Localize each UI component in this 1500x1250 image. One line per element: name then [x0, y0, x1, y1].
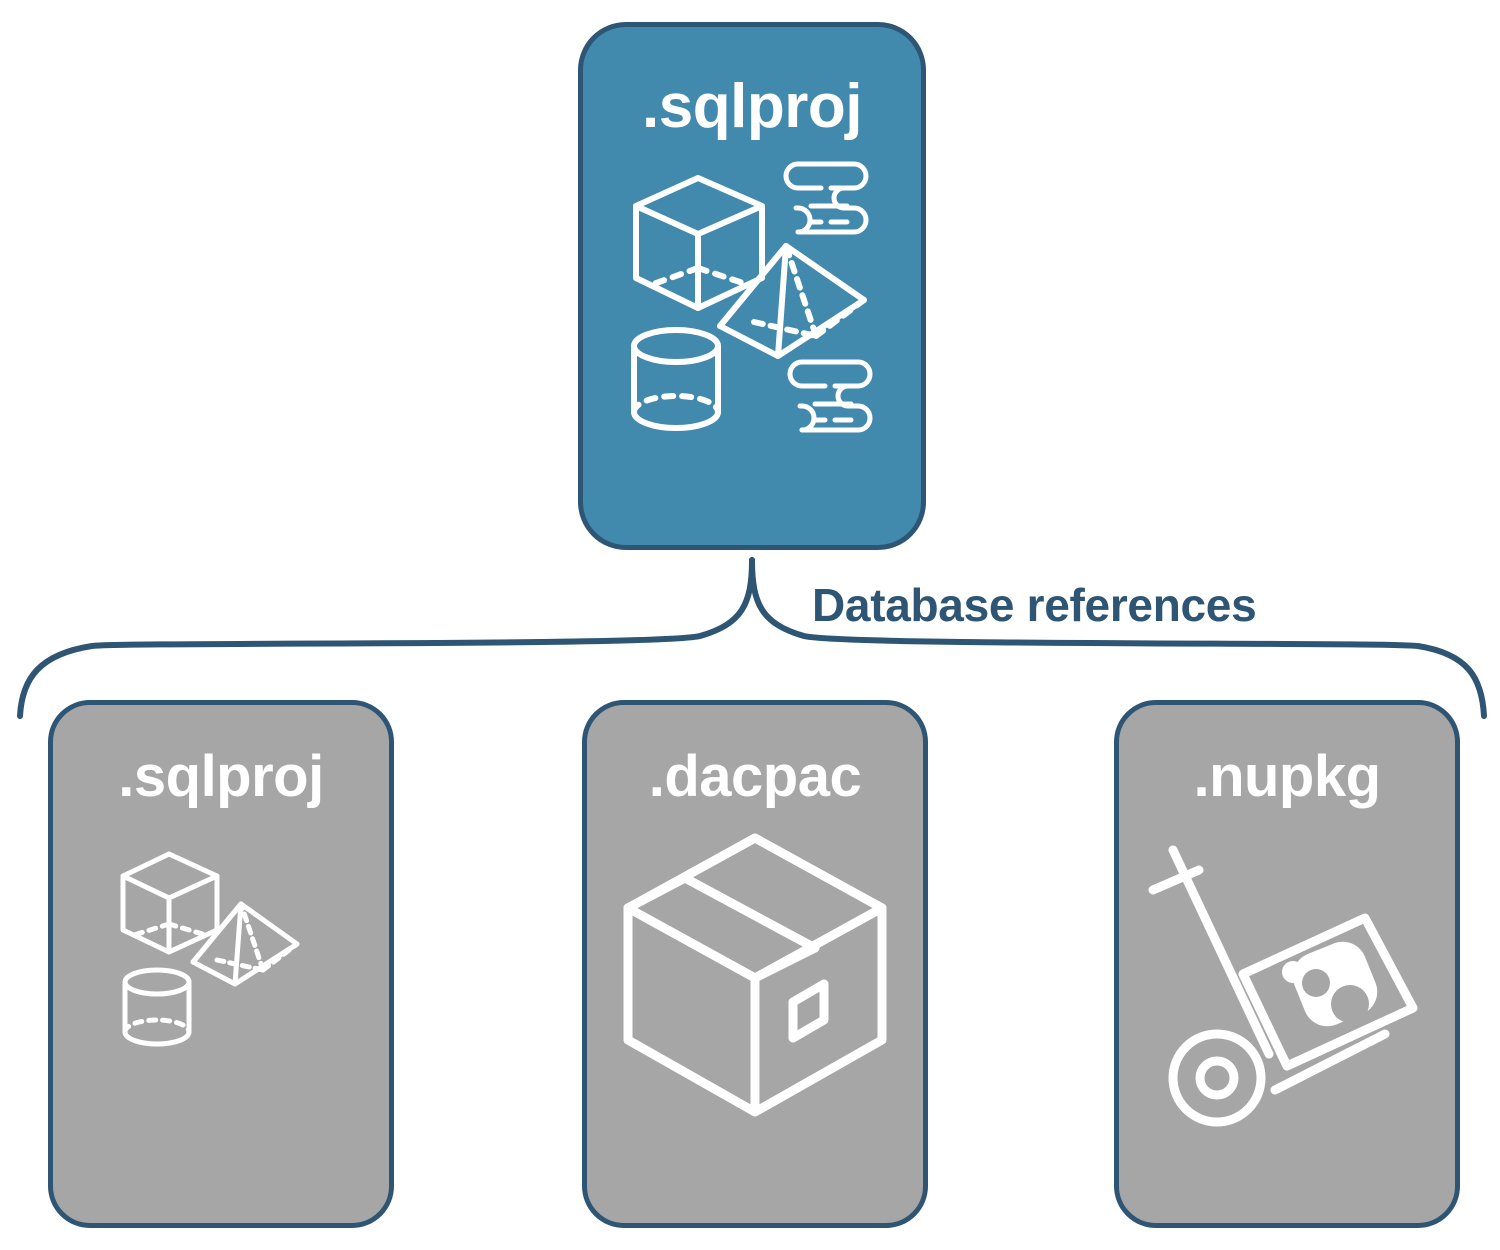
sqlproj-shapes-illustration — [120, 851, 300, 1047]
scroll-icon — [783, 161, 869, 235]
pyramid-icon — [190, 901, 300, 987]
pyramid-icon — [717, 243, 867, 359]
package-box-illustration — [623, 833, 887, 1117]
cube-icon — [633, 175, 765, 311]
node-artwork-sqlproj-primary — [583, 142, 921, 545]
node-artwork-nupkg-reference — [1119, 810, 1455, 1223]
sqlproj-shapes-and-scripts-illustration — [631, 161, 873, 433]
node-sqlproj-primary[interactable]: .sqlproj — [578, 22, 926, 550]
brace-label-database-references: Database references — [812, 579, 1257, 631]
node-title-sqlproj-reference: .sqlproj — [118, 744, 324, 809]
hand-truck-icon — [1148, 845, 1418, 1127]
node-sqlproj-reference[interactable]: .sqlproj — [48, 700, 394, 1228]
node-title-sqlproj-primary: .sqlproj — [642, 72, 862, 141]
nuget-glyph-holes — [1302, 969, 1369, 1023]
brace-left-arm — [17, 557, 755, 719]
node-title-dacpac-reference: .dacpac — [648, 744, 862, 809]
node-dacpac-reference[interactable]: .dacpac — [582, 700, 928, 1228]
node-artwork-sqlproj-reference — [53, 810, 389, 1223]
cube-icon — [120, 851, 220, 955]
node-nupkg-reference[interactable]: .nupkg — [1114, 700, 1460, 1228]
scroll-icon — [787, 359, 873, 433]
node-artwork-dacpac-reference — [587, 810, 923, 1223]
cylinder-icon — [631, 327, 721, 431]
package-box-icon — [623, 833, 887, 1117]
node-title-nupkg-reference: .nupkg — [1193, 744, 1381, 809]
cylinder-icon — [122, 967, 192, 1047]
hand-truck-illustration — [1148, 845, 1418, 1127]
